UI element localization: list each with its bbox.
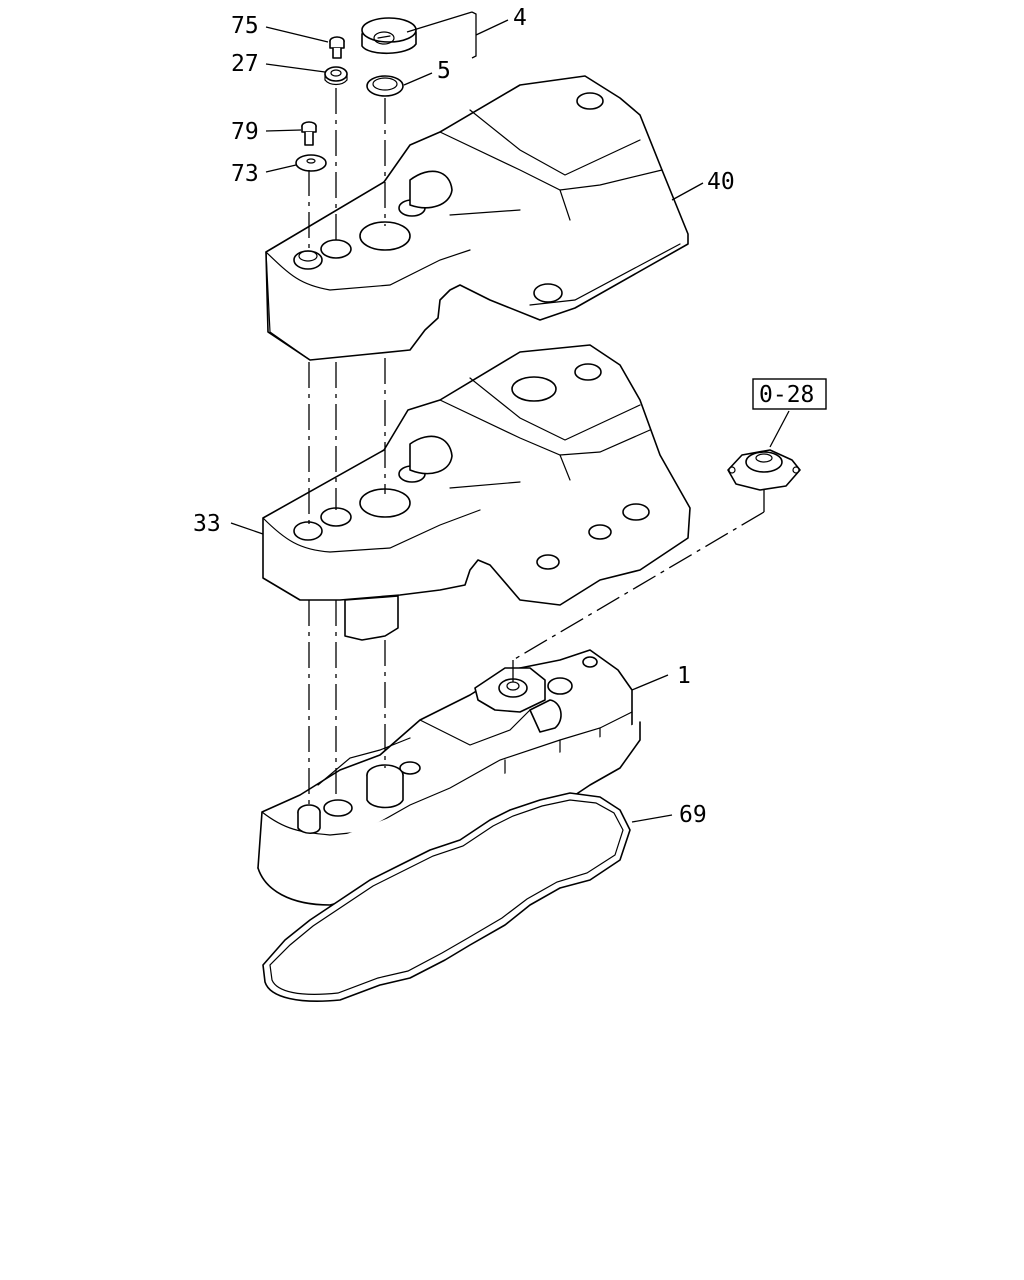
callout-75: 75 [231,13,259,39]
reference-box-0-28[interactable]: 0-28 [752,378,827,410]
callout-labels: 75 27 79 73 4 5 40 33 1 69 [193,5,735,828]
callout-69: 69 [679,802,707,828]
label-plate [317,737,411,786]
insulator-plate-33[interactable] [262,344,691,641]
washer-73[interactable] [295,154,327,172]
callout-79: 79 [231,119,259,145]
o-ring-5[interactable] [366,75,404,97]
bolt-75[interactable] [329,36,345,59]
upper-cover-40[interactable] [265,75,689,361]
head-cover-gasket-69[interactable] [262,792,631,1002]
callout-27: 27 [231,51,259,77]
cylinder-head-cover-1[interactable] [257,649,641,906]
callout-40: 40 [707,169,735,195]
callout-73: 73 [231,161,259,187]
reference-box-label: 0-28 [759,382,814,408]
callout-4: 4 [513,5,527,31]
callout-33: 33 [193,511,221,537]
breather-valve-0-28[interactable] [727,449,801,491]
callout-1: 1 [677,663,691,689]
washer-27[interactable] [324,66,348,86]
leader-lines [230,11,790,823]
assembly-axes [308,88,765,806]
callout-5: 5 [437,58,451,84]
oil-filler-cap-4[interactable] [361,17,417,55]
bolt-79[interactable] [301,121,317,146]
